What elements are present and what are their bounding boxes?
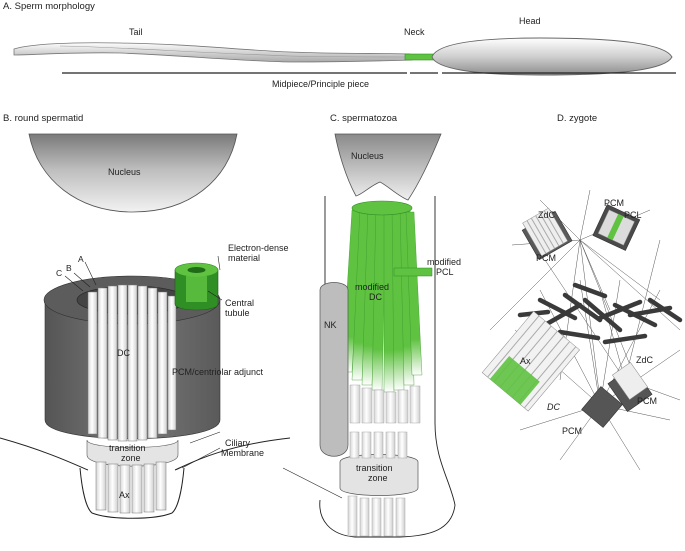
panel-b-title: B. round spermatid xyxy=(3,113,84,124)
modified-pcl-bar xyxy=(393,267,433,277)
axoneme-c xyxy=(347,431,408,537)
panel-d-title: D. zygote xyxy=(557,113,598,124)
round-spermatid-diagram xyxy=(0,133,291,519)
panel-a-title: A. Sperm morphology xyxy=(3,1,95,12)
centrosome-top-right xyxy=(592,204,641,251)
central-tubule-label-2: tubule xyxy=(225,308,250,318)
nucleus-b-label: Nucleus xyxy=(108,167,141,177)
centrosome-top-left xyxy=(521,207,573,261)
pcm-right-label: PCM xyxy=(637,396,657,406)
transition-zone-b-label-1: transition xyxy=(109,443,146,453)
zdc-top-label: ZdC xyxy=(538,210,556,220)
nk-label: NK xyxy=(324,320,337,330)
electron-dense-label-2: material xyxy=(228,253,261,263)
transition-zone-b-label-2: zone xyxy=(121,453,141,463)
midpiece-label: Midpiece/Principle piece xyxy=(272,79,370,89)
modified-dc-label-2: DC xyxy=(369,292,382,302)
electron-dense-label-1: Electron-dense xyxy=(228,243,289,253)
proximal-centriole-green xyxy=(174,262,219,311)
nucleus-b xyxy=(28,133,238,213)
dc-b-label: DC xyxy=(117,348,130,358)
ciliary-label-2: Membrane xyxy=(221,448,265,458)
modified-dc-label-1: modified xyxy=(355,282,390,292)
tubule-b-label: B xyxy=(66,263,72,273)
centrosome-bottom xyxy=(581,362,653,428)
ciliary-label-1: Ciliary xyxy=(225,438,251,448)
chromosomes xyxy=(517,282,683,345)
head-label: Head xyxy=(519,16,541,26)
transition-zone-c-label-2: zone xyxy=(368,473,388,483)
transition-zone-c xyxy=(339,454,419,496)
sperm-diagram xyxy=(13,37,676,76)
central-tubule-label-1: Central xyxy=(225,298,255,308)
nk-structure xyxy=(319,282,349,457)
cell-membrane-b xyxy=(0,437,291,471)
nucleus-c xyxy=(334,133,442,201)
tail-label: Tail xyxy=(129,27,143,37)
tubule-c-label: C xyxy=(56,268,63,278)
neck-label: Neck xyxy=(404,27,425,37)
ax-d-label: Ax xyxy=(520,356,531,366)
tubule-a-label: A xyxy=(78,254,84,264)
spermatozoa-diagram xyxy=(282,133,456,538)
dc-d-label: DC xyxy=(547,402,560,412)
sperm-axoneme-d xyxy=(481,310,580,412)
pcm-top-label: PCM xyxy=(604,198,624,208)
transition-zone-c-label-1: transition xyxy=(356,463,393,473)
nucleus-c-label: Nucleus xyxy=(351,151,384,161)
pcm-adjunct-label: PCM/centriolar adjunct xyxy=(172,367,264,377)
centriole-microtubules-c xyxy=(349,384,421,424)
sperm-neck xyxy=(404,53,436,61)
ax-b-label: Ax xyxy=(119,490,130,500)
panel-c-title: C. spermatozoa xyxy=(330,113,398,124)
distal-centriole-tubules xyxy=(87,284,177,442)
sperm-tail xyxy=(13,42,413,63)
sperm-head xyxy=(431,37,673,76)
zygote-diagram xyxy=(481,189,683,471)
zdc-right-label: ZdC xyxy=(636,355,654,365)
modified-pcl-label-2: PCL xyxy=(436,267,454,277)
ciliary-membrane-b xyxy=(79,467,185,519)
modified-distal-centriole xyxy=(341,200,423,393)
pcm-left-label: PCM xyxy=(536,253,556,263)
pcl-label: PCL xyxy=(624,210,642,220)
modified-pcl-label-1: modified xyxy=(427,257,462,267)
pcm-bottom-label: PCM xyxy=(562,426,582,436)
axoneme-b xyxy=(95,461,167,514)
